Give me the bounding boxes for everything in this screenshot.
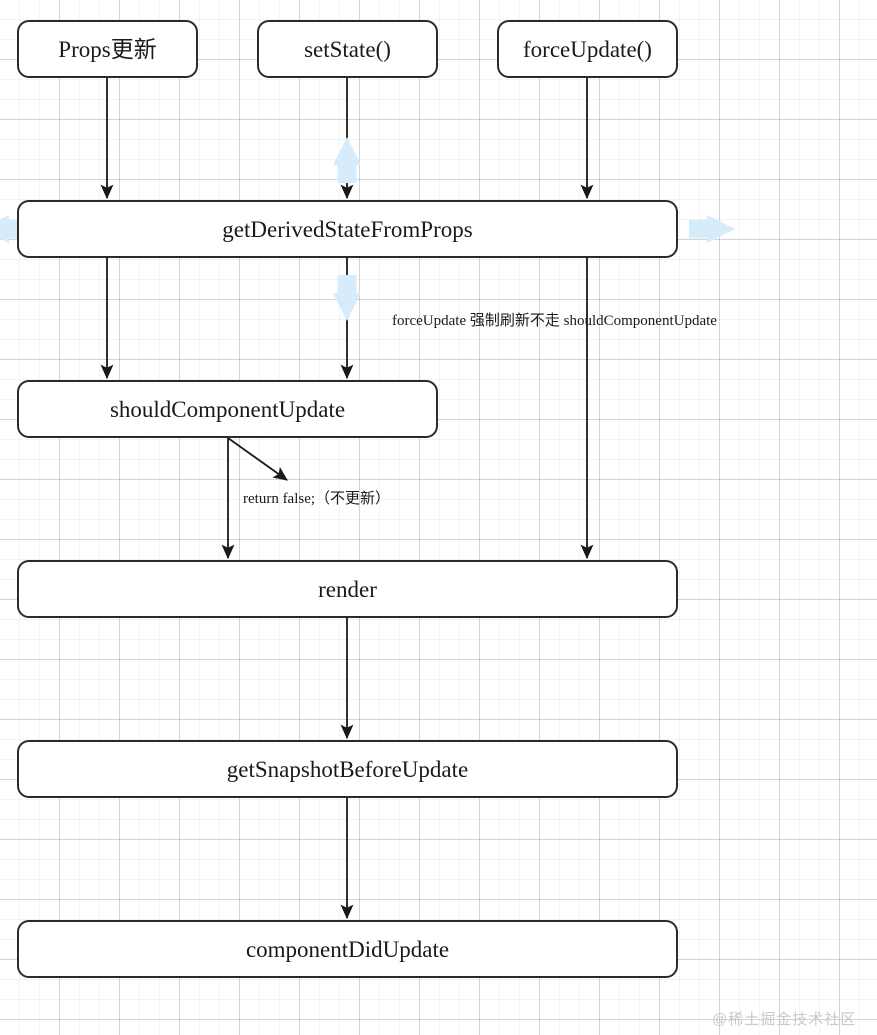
node-label-props: Props更新: [58, 36, 157, 62]
watermark-text: @稀土掘金技术社区: [712, 1011, 857, 1028]
node-gsbu[interactable]: getSnapshotBeforeUpdate: [17, 740, 678, 798]
hover-arrow-down-gdsfp[interactable]: [333, 275, 361, 321]
node-label-scu: shouldComponentUpdate: [109, 396, 346, 422]
node-gdsfp[interactable]: getDerivedStateFromProps: [17, 200, 678, 258]
edge-label-return-false-note: return false;（不更新）: [243, 491, 391, 507]
node-setstate[interactable]: setState(): [257, 20, 438, 78]
node-label-setstate: setState(): [304, 36, 391, 62]
hover-arrow-right-gdsfp[interactable]: [689, 215, 735, 243]
edge-scu-return-false[interactable]: [227, 437, 288, 481]
node-props[interactable]: Props更新: [17, 20, 198, 78]
watermark: @稀土掘金技术社区: [712, 1008, 856, 1029]
node-label-gsbu: getSnapshotBeforeUpdate: [226, 756, 469, 782]
hover-arrow-up-gdsfp[interactable]: [333, 137, 361, 183]
node-label-render: render: [318, 576, 377, 602]
node-label-forceupdate: forceUpdate(): [523, 36, 652, 62]
node-label-gdsfp: getDerivedStateFromProps: [222, 216, 473, 242]
node-render[interactable]: render: [17, 560, 678, 618]
node-cdu[interactable]: componentDidUpdate: [17, 920, 678, 978]
node-forceupdate[interactable]: forceUpdate(): [497, 20, 678, 78]
node-label-cdu: componentDidUpdate: [245, 936, 450, 962]
edge-label-force-update-note: forceUpdate 强制刷新不走 shouldComponentUpdate: [392, 313, 717, 329]
node-scu[interactable]: shouldComponentUpdate: [17, 380, 438, 438]
